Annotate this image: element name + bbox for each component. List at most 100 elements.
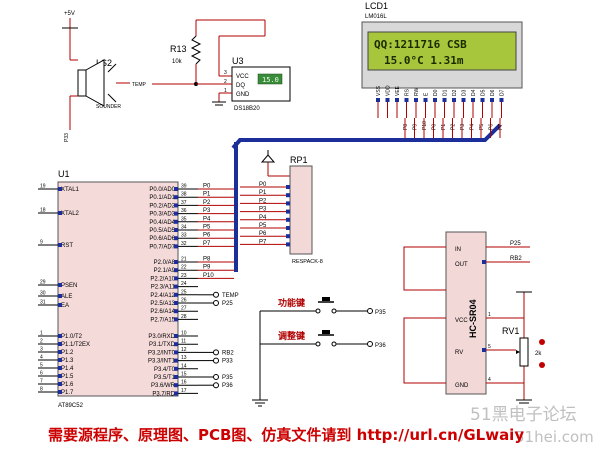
svg-text:VDD: VDD: [386, 85, 392, 96]
svg-text:RS: RS: [405, 88, 411, 96]
svg-text:E: E: [424, 92, 430, 96]
svg-text:34: 34: [181, 225, 187, 231]
svg-text:P2.3/A11: P2.3/A11: [151, 285, 176, 291]
svg-text:P2.4/A12: P2.4/A12: [150, 293, 175, 299]
lcd-bus-label: P6: [489, 124, 495, 130]
svg-text:DS18B20: DS18B20: [234, 106, 260, 112]
svg-text:D0: D0: [433, 89, 439, 96]
lcd-bus-label: P5: [479, 124, 485, 130]
svg-text:26: 26: [181, 298, 187, 304]
watermark-cn: 51黑电子论坛: [470, 405, 577, 425]
svg-text:21: 21: [181, 257, 187, 263]
svg-text:P0.1/AD1: P0.1/AD1: [149, 195, 175, 201]
lcd-bus-label: P0: [432, 124, 438, 130]
svg-text:DQ: DQ: [236, 83, 245, 89]
svg-text:2: 2: [40, 339, 43, 345]
svg-text:35: 35: [181, 216, 187, 222]
svg-text:1: 1: [488, 312, 491, 318]
mcu-left-pin: 2P1.1/T2EX: [38, 339, 90, 348]
svg-text:D1: D1: [443, 89, 449, 96]
lcd-pin: VDD: [385, 85, 392, 118]
svg-text:P35: P35: [222, 375, 233, 381]
button-function: 功能键 P35: [260, 297, 386, 316]
svg-text:P9: P9: [203, 265, 211, 271]
svg-text:29: 29: [40, 280, 46, 286]
sensor-u3: U3 VCC DQ GND 3 2 1 15.0 DS18B20: [196, 56, 291, 112]
resistor-r13: R13 10k: [170, 19, 266, 84]
svg-text:RP1: RP1: [290, 155, 308, 165]
svg-text:OUT: OUT: [455, 262, 468, 268]
svg-text:11: 11: [181, 339, 186, 345]
svg-text:37: 37: [181, 200, 187, 206]
svg-text:P1.5: P1.5: [61, 374, 74, 380]
lcd-pin: D2: [452, 89, 458, 118]
svg-text:AT89C52: AT89C52: [58, 403, 84, 409]
svg-text:P25: P25: [510, 241, 521, 247]
lcd-pin: VEE: [395, 85, 401, 118]
lcd-pin: D5: [480, 89, 487, 118]
svg-text:8: 8: [40, 387, 43, 393]
svg-text:RESPACK-8: RESPACK-8: [292, 259, 323, 265]
svg-text:SOUNDER: SOUNDER: [96, 104, 121, 110]
svg-text:P3.2/INT0: P3.2/INT0: [148, 350, 176, 356]
mcu-left-pin: 7P1.6: [38, 379, 74, 388]
potentiometer-rv1: RV1 2k: [502, 326, 545, 368]
svg-text:22: 22: [181, 265, 187, 271]
svg-text:P1: P1: [203, 192, 211, 198]
rp1-pin-label: P6: [259, 231, 267, 237]
svg-text:VSS: VSS: [376, 85, 382, 96]
svg-text:LCD1: LCD1: [365, 1, 388, 11]
svg-text:VCC: VCC: [236, 74, 249, 80]
svg-text:P0.3/AD3: P0.3/AD3: [149, 212, 175, 218]
svg-text:ALE: ALE: [61, 294, 72, 300]
svg-text:5: 5: [40, 363, 43, 369]
svg-text:14: 14: [181, 363, 187, 369]
svg-text:5: 5: [488, 344, 491, 350]
mcu-left-pin: 3P1.2: [38, 347, 74, 356]
svg-text:P3.6/WR: P3.6/WR: [151, 383, 176, 389]
svg-text:P0.2/AD2: P0.2/AD2: [149, 203, 175, 209]
svg-text:36: 36: [181, 208, 187, 214]
svg-text:R13: R13: [170, 44, 187, 54]
svg-text:TEMP: TEMP: [222, 293, 239, 299]
lcd-bus-label: P10: [422, 121, 428, 130]
svg-text:D5: D5: [481, 89, 487, 96]
svg-text:P1.0/T2: P1.0/T2: [61, 334, 83, 340]
svg-text:P1.1/T2EX: P1.1/T2EX: [61, 342, 90, 348]
rp1-pin-label: P2: [259, 198, 267, 204]
lcd-line-1: QQ:1211716 CSB: [374, 38, 467, 51]
svg-text:GND: GND: [236, 92, 250, 98]
svg-text:13: 13: [181, 355, 187, 361]
svg-text:TEMP: TEMP: [132, 82, 147, 88]
lcd-lm016l: LCD1 LM016L QQ:1211716 CSB 15.0°C 1.31m …: [361, 1, 523, 118]
svg-text:28: 28: [181, 314, 187, 320]
svg-text:3: 3: [224, 70, 227, 76]
rp1-pin-label: P5: [259, 223, 267, 229]
svg-text:P3.3/INT1: P3.3/INT1: [148, 359, 176, 365]
svg-text:D3: D3: [462, 89, 468, 96]
svg-text:RB2: RB2: [222, 350, 234, 356]
svg-text:P2.0/A8: P2.0/A8: [154, 260, 176, 266]
svg-text:19: 19: [40, 184, 46, 190]
svg-text:P2.1/A9: P2.1/A9: [154, 268, 176, 274]
svg-text:P3.0/RXD: P3.0/RXD: [148, 334, 175, 340]
svg-text:D4: D4: [471, 89, 477, 96]
svg-text:P2.7/A15: P2.7/A15: [150, 317, 175, 323]
svg-text:2k: 2k: [535, 351, 542, 357]
svg-text:33: 33: [181, 233, 187, 239]
